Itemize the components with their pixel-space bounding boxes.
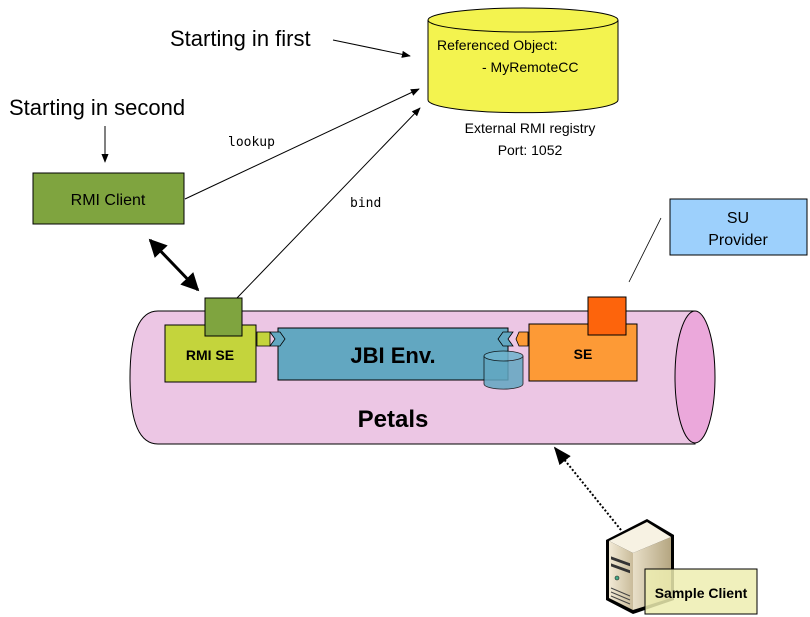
rmi-client-label: RMI Client <box>71 192 146 209</box>
annotation-starting-first: Starting in first <box>170 26 311 51</box>
registry-line2: - MyRemoteCC <box>482 59 578 75</box>
bus-end-cap <box>674 310 716 444</box>
jbi-right-chevron <box>497 331 514 347</box>
annotation-starting-second: Starting in second <box>9 95 185 120</box>
jbi-left-chevron <box>269 331 286 347</box>
su-provider-box: SU Provider <box>669 198 808 256</box>
rmi-client-box: RMI Client <box>32 172 185 225</box>
sample-client-label: Sample Client <box>655 585 748 601</box>
registry-line1: Referenced Object: <box>437 37 558 53</box>
sample-client-box: Sample Client <box>644 568 758 615</box>
registry-caption-1: External RMI registry <box>465 120 596 136</box>
jbi-env: JBI Env. <box>277 327 509 381</box>
client-se-bidirectional-arrow <box>148 238 200 292</box>
bind-label: bind <box>350 196 381 211</box>
sample-client-to-bus-arrow <box>553 446 622 531</box>
rmi-se-connector <box>256 331 271 347</box>
rmi-su-port <box>204 297 243 337</box>
jbi-database-icon <box>483 350 524 390</box>
se-connector <box>515 331 529 347</box>
petals-label: Petals <box>358 406 429 433</box>
su-provider-callout-line <box>628 217 662 283</box>
rmi-se-label: RMI SE <box>186 347 234 363</box>
su-provider-line2: Provider <box>708 232 768 249</box>
lookup-label: lookup <box>228 135 275 150</box>
se-label: SE <box>574 346 593 362</box>
se-su-port <box>587 296 627 336</box>
registry-caption-2: Port: 1052 <box>498 142 563 158</box>
su-provider-line1: SU <box>727 210 749 227</box>
bind-edge <box>236 107 421 299</box>
lookup-edge <box>184 88 420 200</box>
arrow-first-to-registry <box>332 39 411 58</box>
rmi-registry: Referenced Object: - MyRemoteCC <box>427 7 619 114</box>
jbi-env-label: JBI Env. <box>350 343 435 368</box>
